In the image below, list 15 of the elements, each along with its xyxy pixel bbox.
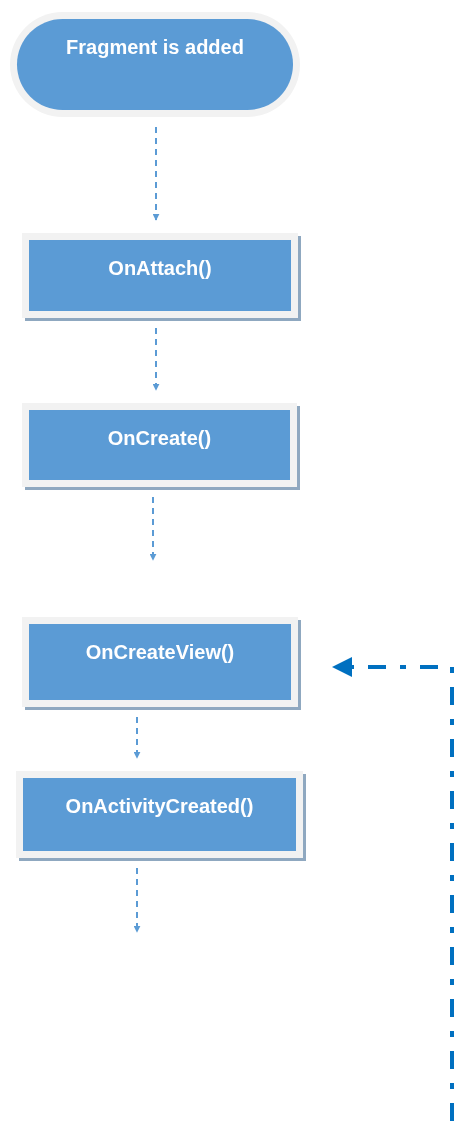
arrow (149, 496, 157, 561)
process-box (22, 617, 298, 707)
node-label: OnActivityCreated() (65, 794, 254, 819)
process-box (22, 233, 298, 318)
node-label: OnCreateView() (85, 640, 235, 665)
node-label: OnAttach() (108, 256, 212, 281)
process-box (22, 403, 297, 487)
arrow (133, 867, 141, 933)
arrow (133, 716, 141, 759)
node-label: Fragment is added (66, 35, 244, 60)
process-box (16, 771, 303, 858)
arrow (332, 657, 454, 1121)
node-label: OnCreate() (107, 426, 212, 451)
arrow (152, 126, 160, 221)
arrow (152, 327, 160, 391)
